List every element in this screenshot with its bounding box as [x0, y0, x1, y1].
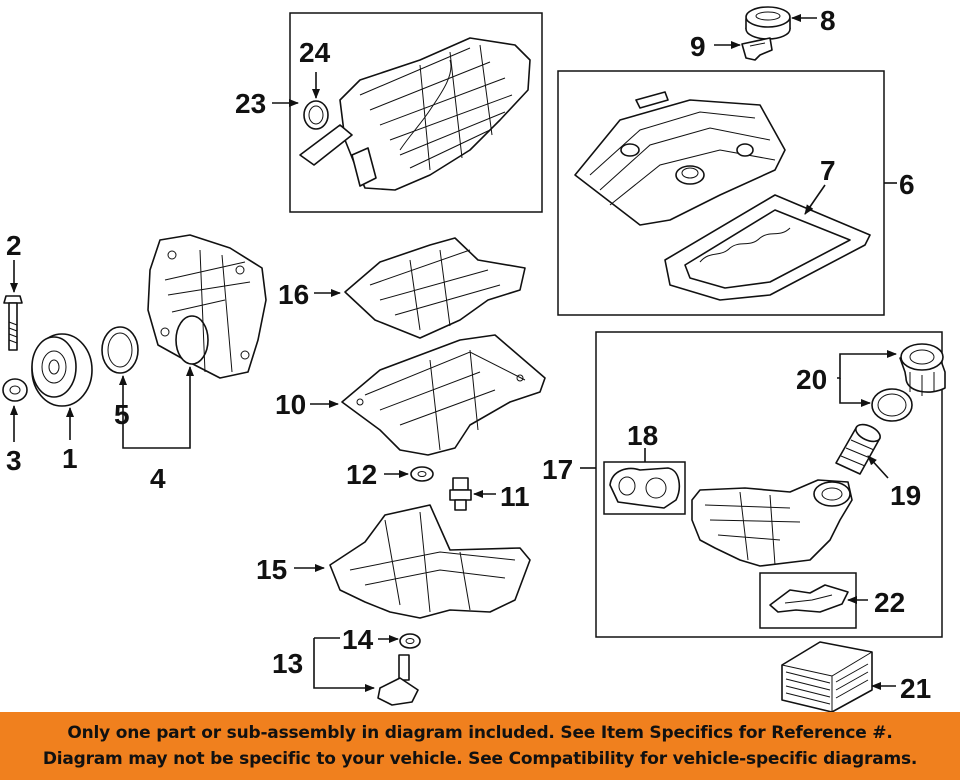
upper-oil-pan-part-10 [341, 334, 546, 456]
callout-10: 10 [275, 389, 306, 420]
callout-20: 20 [796, 364, 827, 395]
washer-part-3 [2, 378, 28, 402]
oil-level-sensor-part-13 [377, 654, 419, 706]
timing-cover-part-4 [147, 234, 267, 379]
callout-11: 11 [500, 481, 530, 512]
callout-5: 5 [114, 399, 130, 430]
callout-14: 14 [342, 624, 374, 655]
callout-22: 22 [874, 587, 905, 618]
lower-oil-pan-part-15 [329, 504, 531, 619]
callout-17: 17 [542, 454, 573, 485]
callout-2: 2 [6, 230, 22, 261]
valve-cover-frame [557, 70, 885, 316]
callout-18: 18 [627, 420, 658, 451]
gasket-part-22 [769, 584, 849, 613]
leader-lines [10, 14, 897, 692]
intake-manifold-part-23 [299, 37, 531, 191]
oil-filter-housing-frame [595, 331, 943, 638]
callout-9: 9 [690, 31, 706, 62]
callout-3: 3 [6, 445, 22, 476]
disclaimer-banner: Only one part or sub-assembly in diagram… [0, 712, 960, 780]
drain-plug-part-11 [449, 477, 472, 511]
callout-16: 16 [278, 279, 309, 310]
oil-filter-cap-part-20 [871, 343, 946, 422]
callout-8: 8 [820, 5, 836, 36]
oil-pan-baffle-part-16 [344, 237, 526, 339]
disclaimer-line-1: Only one part or sub-assembly in diagram… [67, 723, 893, 743]
cap-seal-part-9 [741, 37, 773, 61]
oil-cooler-part-21 [781, 641, 873, 712]
crankshaft-pulley-part-1 [31, 333, 93, 407]
callout-1: 1 [62, 443, 78, 474]
callout-13: 13 [272, 648, 303, 679]
oil-filler-cap-part-8 [745, 6, 791, 40]
oil-filter-housing-part-17 [691, 479, 853, 567]
oil-filter-part-19 [835, 423, 881, 475]
callout-19: 19 [890, 480, 921, 511]
valve-cover-part-6 [574, 91, 786, 226]
callout-6: 6 [899, 169, 915, 200]
bolt-part-2 [3, 295, 23, 351]
intake-manifold-frame [289, 12, 543, 213]
callout-7: 7 [820, 155, 836, 186]
callout-12: 12 [346, 459, 377, 490]
washer-part-14 [399, 633, 421, 649]
gasket-part-18 [609, 467, 681, 509]
hose-clamp-part-24 [303, 100, 329, 130]
callout-23: 23 [235, 88, 266, 119]
callout-15: 15 [256, 554, 287, 585]
front-seal-part-5 [101, 326, 139, 374]
disclaimer-line-2: Diagram may not be specific to your vehi… [42, 749, 918, 769]
callout-21: 21 [900, 673, 931, 704]
callout-24: 24 [299, 37, 331, 68]
parts-diagram: 24 23 8 9 6 7 2 3 1 5 4 16 10 12 11 15 1… [2, 5, 946, 712]
valve-cover-gasket-part-7 [664, 194, 871, 301]
washer-part-12 [410, 466, 434, 482]
callout-4: 4 [150, 463, 166, 494]
